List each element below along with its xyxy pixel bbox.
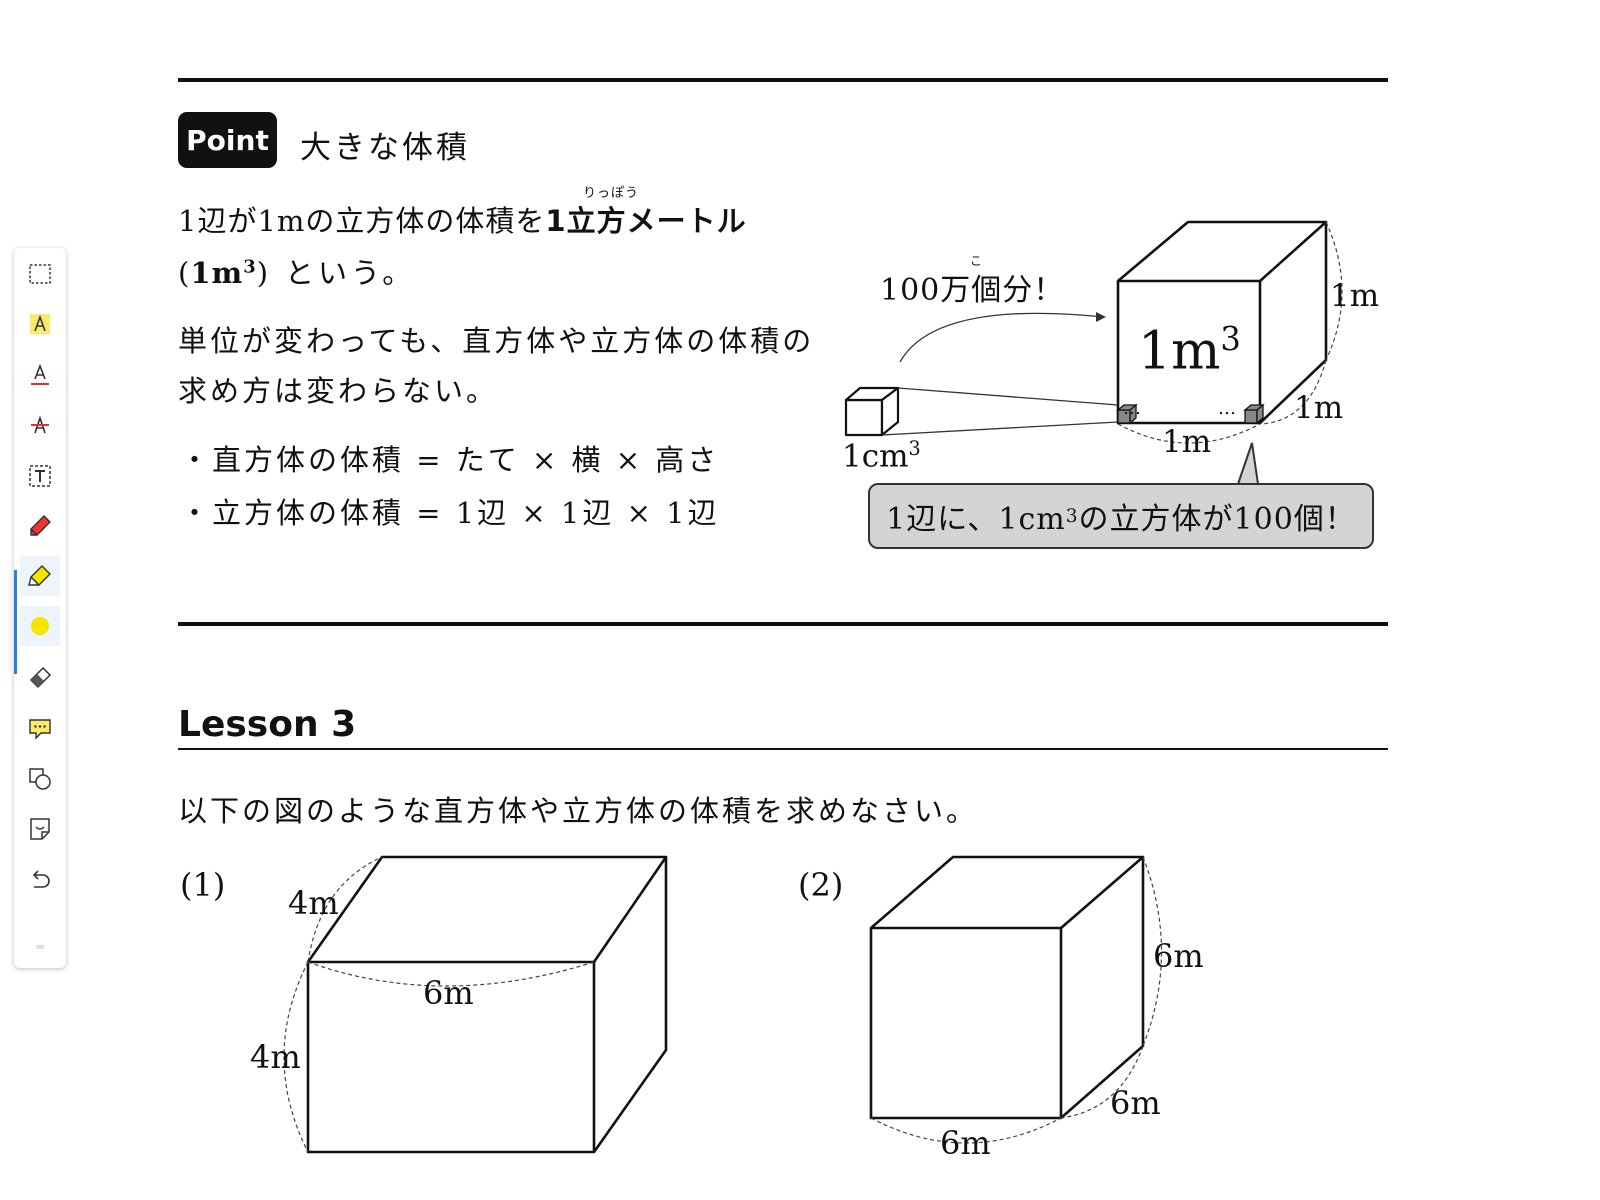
lesson-instruction: 以下の図のような直方体や立方体の体積を求めなさい。 [178, 794, 979, 828]
definition-term: 1立方メートル [545, 204, 747, 238]
undo-button[interactable] [20, 860, 60, 900]
definition-line-1: 1辺が1mの立方体の体積を1立方メートル [178, 198, 747, 240]
sticker-tool[interactable] [20, 809, 60, 849]
problem-2-height: 6m [1153, 937, 1204, 975]
problem-1-width: 6m [423, 974, 474, 1012]
paragraph-line-2: 求め方は変わらない。 [178, 374, 499, 408]
ruby-rippou: りっぽう [583, 186, 640, 201]
problem-1-label: (1) [180, 866, 226, 904]
small-cube-unit: 1cm [842, 438, 909, 475]
problem-1-height: 4m [250, 1038, 301, 1076]
pen-tool[interactable] [20, 506, 60, 546]
undo-icon [32, 870, 50, 888]
section-divider [178, 622, 1388, 626]
edge-label-height: 1m [1330, 278, 1380, 314]
small-cube-front [844, 398, 884, 437]
definition-text: 1辺が1mの立方体の体積を [178, 204, 546, 238]
underline-a-icon [31, 363, 49, 385]
select-area-tool[interactable] [20, 254, 60, 294]
problem-2-width: 6m [940, 1124, 991, 1162]
lesson-title: Lesson 3 [178, 704, 357, 745]
million-label: 100万個分！ [880, 273, 1065, 308]
unit-base: 1m [190, 256, 244, 290]
highlighter-icon [28, 565, 51, 586]
point-heading: 大きな体積 [300, 130, 470, 166]
problem-2-label: (2) [798, 866, 844, 904]
problem-1-cuboid [306, 855, 668, 1154]
text-box-tool[interactable] [20, 456, 60, 496]
strikethrough-a-icon [31, 415, 49, 434]
strikethrough-text-tool[interactable] [20, 405, 60, 445]
callout-text-pre: 1辺に、1cm [886, 502, 1066, 537]
problem-2-depth: 6m [1110, 1084, 1161, 1122]
problem-2-cube [869, 855, 1145, 1120]
dots-right: … [1218, 398, 1236, 419]
sticker-icon [30, 818, 50, 840]
text-box-icon [29, 465, 51, 487]
dashed-rectangle-icon [29, 264, 51, 284]
definition-line-2: (1m3) という。 [178, 250, 415, 292]
yellow-color-dot-icon [31, 617, 49, 635]
pen-icon [30, 515, 51, 536]
edge-label-depth: 1m [1294, 390, 1344, 426]
problem-1-depth: 4m [288, 884, 339, 922]
callout-exponent: 3 [1065, 505, 1079, 527]
formula-cube: ・立方体の体積 = 1辺 × 1辺 × 1辺 [180, 496, 720, 530]
highlight-text-tool[interactable] [20, 305, 60, 345]
unit-1m3: 1m3 [190, 256, 256, 290]
color-picker[interactable] [20, 606, 60, 646]
underline-text-tool[interactable] [20, 355, 60, 395]
comment-icon [29, 719, 51, 740]
annotation-toolbar: ═ [14, 248, 66, 968]
big-cube-label: 1m3 [1138, 320, 1241, 381]
ruby-ko: こ [970, 254, 984, 268]
point-badge: Point [178, 112, 277, 168]
formula-cuboid: ・直方体の体積 = たて × 横 × 高さ [180, 443, 720, 477]
dots-left: … [1123, 398, 1141, 419]
shapes-tool[interactable] [20, 759, 60, 799]
small-cube-exponent: 3 [908, 437, 921, 460]
big-cube-front [1116, 279, 1262, 425]
edge-label-width: 1m [1162, 424, 1212, 460]
eraser-icon [29, 666, 52, 689]
big-cube-exponent: 3 [1220, 320, 1241, 358]
big-cube-unit: 1m [1138, 321, 1221, 382]
lesson-underline [178, 748, 1388, 750]
definition-suffix: という。 [285, 256, 416, 290]
active-tool-indicator [14, 570, 17, 674]
comment-tool[interactable] [20, 708, 60, 748]
highlighter-tool[interactable] [20, 556, 60, 596]
toolbar-drag-handle[interactable]: ═ [36, 940, 44, 954]
callout-text-post: の立方体が100個！ [1078, 502, 1356, 537]
shapes-icon [29, 768, 51, 790]
big-cube-top [1117, 220, 1328, 282]
paren-open: ( [178, 256, 191, 290]
eraser-tool[interactable] [20, 658, 60, 698]
paragraph-line-1: 単位が変わっても、直方体や立方体の体積の [178, 324, 815, 358]
highlight-a-icon [30, 314, 50, 334]
top-divider [178, 78, 1388, 82]
paren-close: ) [256, 256, 270, 290]
unit-exponent: 3 [243, 256, 257, 278]
small-cube-label: 1cm3 [842, 437, 921, 474]
